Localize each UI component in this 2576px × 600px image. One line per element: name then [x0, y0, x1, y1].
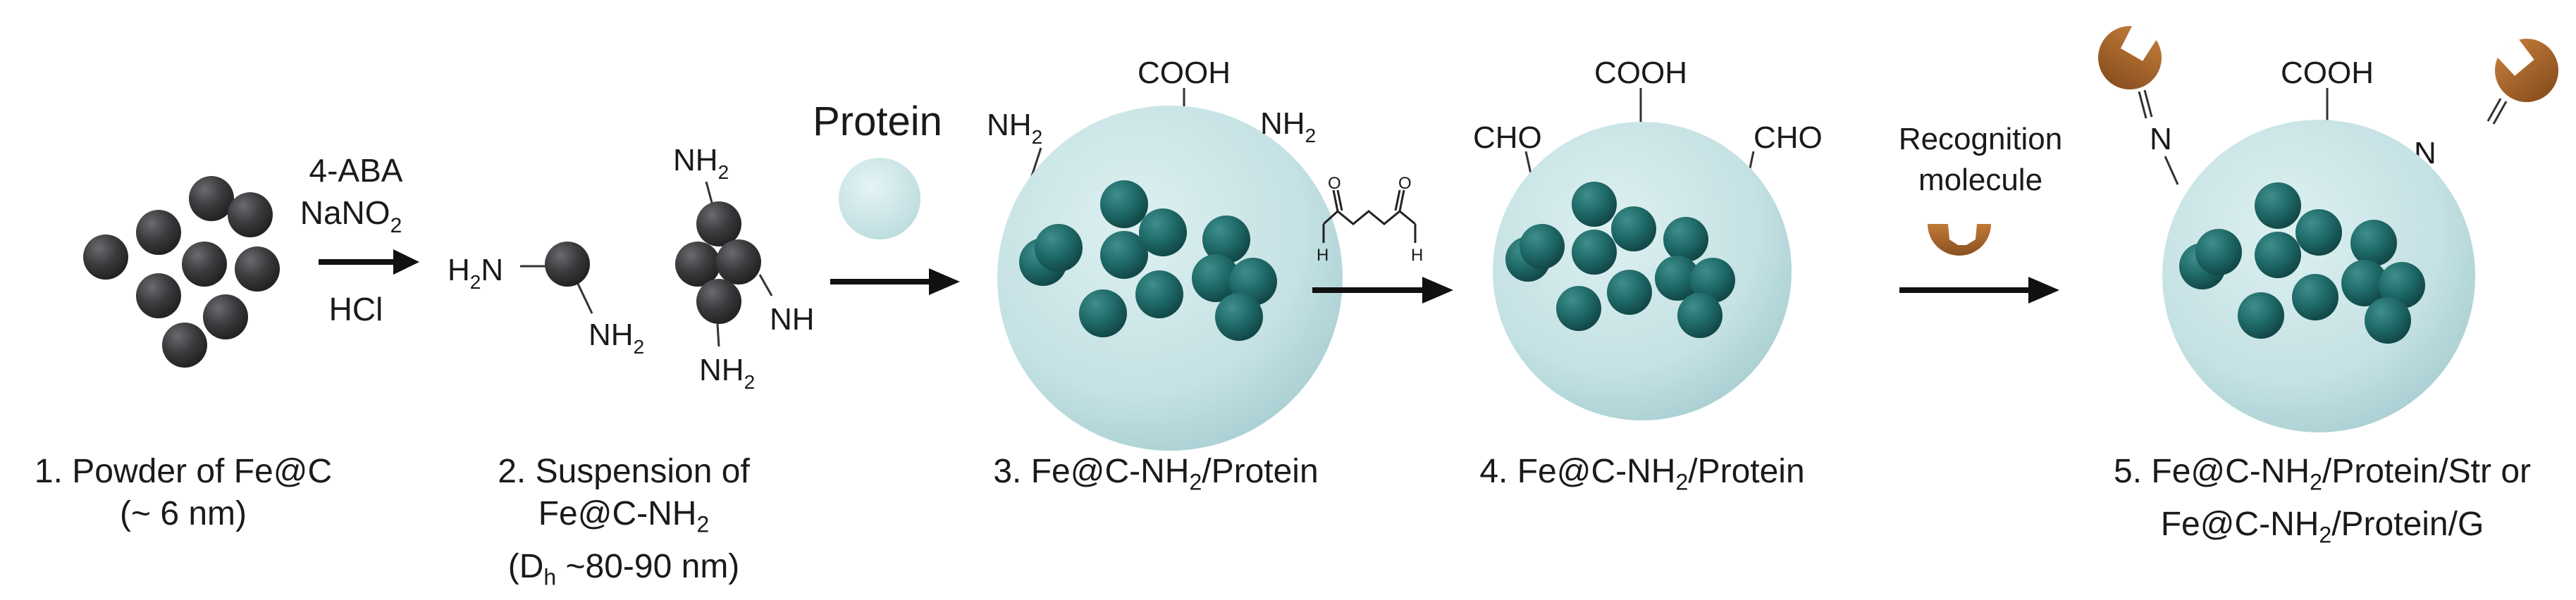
particle [2350, 220, 2397, 266]
recognition-label: Recognition [1899, 122, 2062, 156]
caption-line: 1. Powder of Fe@C [34, 453, 333, 490]
reagent-protein: Protein [813, 99, 942, 144]
particle [2341, 260, 2388, 306]
caption-line: (~ 6 nm) [119, 495, 247, 532]
protein-coated-nanoparticle-3: NH2 COOH NH2 [987, 56, 1343, 451]
nh2-group: NH2 [1260, 106, 1316, 146]
cooh-group: COOH [1138, 56, 1231, 90]
particle [2238, 292, 2284, 339]
particle [696, 279, 741, 324]
cooh-group: COOH [2281, 56, 2374, 90]
protein-sphere-small [839, 158, 920, 239]
aldehyde-h: H [1411, 246, 1423, 265]
particle [2295, 209, 2342, 256]
aldehyde-o: O [1328, 174, 1341, 193]
cho-group: CHO [1754, 120, 1823, 155]
nh2-group: NH2 [699, 353, 755, 393]
caption-line: Fe@C-NH2/Protein/G [2160, 505, 2484, 548]
particle [83, 235, 128, 280]
particle [1100, 231, 1148, 279]
arrow-step-1 [319, 249, 419, 275]
nh-group: NH [770, 302, 815, 337]
particle [1572, 230, 1617, 275]
caption-line: 4. Fe@C-NH2/Protein [1479, 453, 1805, 495]
particle [1663, 217, 1708, 262]
caption-line: 3. Fe@C-NH2/Protein [993, 453, 1319, 495]
particle [136, 210, 181, 255]
reagent-4aba: 4-ABA [309, 152, 403, 189]
particle [1215, 293, 1263, 341]
particle [1690, 258, 1735, 303]
particle [1192, 254, 1240, 302]
caption-line: 2. Suspension of [498, 453, 750, 490]
particle [1677, 293, 1723, 338]
arrow-step-2 [830, 268, 960, 295]
caption-line: (Dh ~80-90 nm) [507, 547, 740, 590]
glutaraldehyde-structure: H O H O [1317, 174, 1423, 265]
particle [2379, 262, 2425, 308]
imine-n: N [2150, 122, 2172, 156]
cho-group: CHO [1473, 120, 1542, 155]
recognition-label: molecule [1918, 163, 2042, 197]
particle [1572, 182, 1617, 227]
reagent-nano2: NaNO2 [300, 194, 402, 237]
particle [1139, 208, 1187, 256]
particle [675, 242, 720, 287]
protein-sphere [1493, 122, 1792, 420]
particle [1079, 289, 1127, 337]
particle [189, 176, 234, 221]
aggregated-functionalized-particles: NH2 NH NH2 [673, 143, 815, 393]
arrow-step-3 [1312, 277, 1453, 304]
recognition-molecule-icon [1928, 224, 1991, 256]
particle [1556, 286, 1601, 331]
h2n-group: H2N [448, 253, 503, 293]
nh2-group: NH2 [987, 108, 1042, 148]
particle [2292, 274, 2338, 320]
caption-stage-3: 3. Fe@C-NH2/Protein [959, 451, 1353, 504]
particle [235, 246, 280, 292]
particle [1135, 270, 1183, 318]
particle [1520, 224, 1565, 269]
arrow-step-4 [1899, 277, 2059, 304]
particle [1202, 215, 1250, 263]
cooh-group: COOH [1594, 56, 1687, 90]
caption-stage-2: 2. Suspension of Fe@C-NH2 (Dh ~80-90 nm) [433, 451, 814, 598]
nh2-group: NH2 [673, 143, 729, 183]
reagent-hcl: HCl [329, 291, 383, 327]
particle [2195, 229, 2242, 275]
protein-coated-nanoparticle-4: CHO COOH CHO [1473, 56, 1823, 420]
particle [545, 242, 590, 287]
caption-stage-4: 4. Fe@C-NH2/Protein [1445, 451, 1839, 504]
particle [2255, 232, 2301, 278]
aldehyde-h: H [1317, 246, 1329, 265]
particle [203, 294, 248, 339]
particle [696, 201, 741, 246]
caption-stage-5: 5. Fe@C-NH2/Protein/Str or Fe@C-NH2/Prot… [2076, 451, 2569, 556]
fe-c-powder-cluster [83, 176, 280, 368]
particle [228, 192, 273, 237]
caption-line: 5. Fe@C-NH2/Protein/Str or [2114, 453, 2531, 495]
aldehyde-o: O [1398, 174, 1412, 193]
particle [716, 239, 761, 285]
particle [162, 323, 207, 368]
particle [1611, 206, 1656, 251]
caption-stage-1: 1. Powder of Fe@C (~ 6 nm) [14, 451, 352, 535]
caption-line: Fe@C-NH2 [538, 495, 710, 537]
particle [136, 273, 181, 318]
particle [1100, 180, 1148, 228]
particle [1607, 270, 1652, 315]
particle [1655, 256, 1700, 301]
single-functionalized-particle: H2N NH2 [448, 242, 644, 358]
nh2-group: NH2 [588, 318, 644, 358]
recognition-molecule-icon [2495, 39, 2558, 102]
conjugated-nanoparticle-5: N N COOH [2098, 23, 2558, 432]
particle [2365, 297, 2411, 344]
particle [2255, 182, 2301, 229]
particle [1035, 224, 1083, 272]
particle [182, 242, 227, 287]
recognition-molecule-icon [2098, 26, 2162, 89]
